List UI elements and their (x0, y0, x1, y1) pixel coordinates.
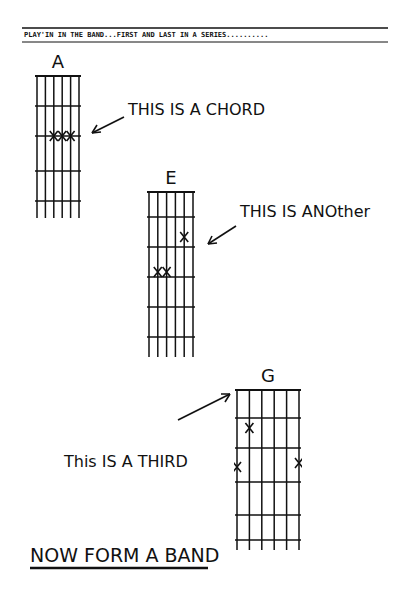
fret-line (35, 105, 81, 107)
string-line (249, 390, 251, 550)
fret-line (147, 306, 195, 308)
fret-line (235, 447, 301, 449)
string-line (70, 76, 72, 218)
fret-line (235, 389, 301, 391)
fret-line (35, 75, 81, 77)
underline (30, 567, 208, 570)
finger-mark (234, 462, 241, 472)
fret-line (35, 170, 81, 172)
finger-mark (245, 423, 253, 433)
leader-arrow (178, 394, 230, 420)
header-rule (22, 27, 388, 29)
fret-line (147, 191, 195, 193)
string-line (53, 76, 55, 218)
fret-line (235, 417, 301, 419)
finger-mark (163, 267, 171, 277)
fret-line (235, 539, 301, 541)
fret-line (235, 481, 301, 483)
chord-name: A (34, 52, 82, 74)
leader-arrow (92, 117, 124, 133)
chord-diagram: E (146, 168, 196, 359)
fret-line (147, 216, 195, 218)
chord-name: E (146, 168, 196, 190)
string-line (36, 76, 38, 218)
chord-diagram: A (34, 52, 82, 220)
string-line (298, 390, 300, 550)
header-text: PLAY'IN IN THE BAND...FIRST AND LAST IN … (24, 30, 268, 40)
fretboard (234, 388, 302, 552)
string-line (61, 76, 63, 218)
finger-mark (50, 131, 58, 141)
finger-mark (295, 458, 302, 468)
fretboard (34, 74, 82, 220)
annotation: THIS IS ANOther (240, 202, 370, 222)
finger-mark (154, 267, 162, 277)
fret-line (147, 336, 195, 338)
fret-line (147, 246, 195, 248)
fretboard (146, 190, 196, 359)
string-line (236, 390, 238, 550)
chord-name: G (234, 366, 302, 388)
finger-mark (58, 131, 66, 141)
annotation: THIS IS A CHORD (128, 100, 265, 120)
string-line (273, 390, 275, 550)
string-line (78, 76, 80, 218)
chord-diagram: G (234, 366, 302, 552)
finger-mark (180, 232, 188, 242)
closing-note: NOW FORM A BAND (30, 544, 219, 567)
string-line (261, 390, 263, 550)
leader-arrow (208, 226, 236, 244)
fret-line (235, 514, 301, 516)
annotation: This IS A THIRD (64, 452, 188, 472)
fret-line (35, 200, 81, 202)
header-rule (22, 42, 388, 43)
string-line (45, 76, 47, 218)
string-line (286, 390, 288, 550)
fret-line (35, 135, 81, 137)
finger-mark (67, 131, 75, 141)
